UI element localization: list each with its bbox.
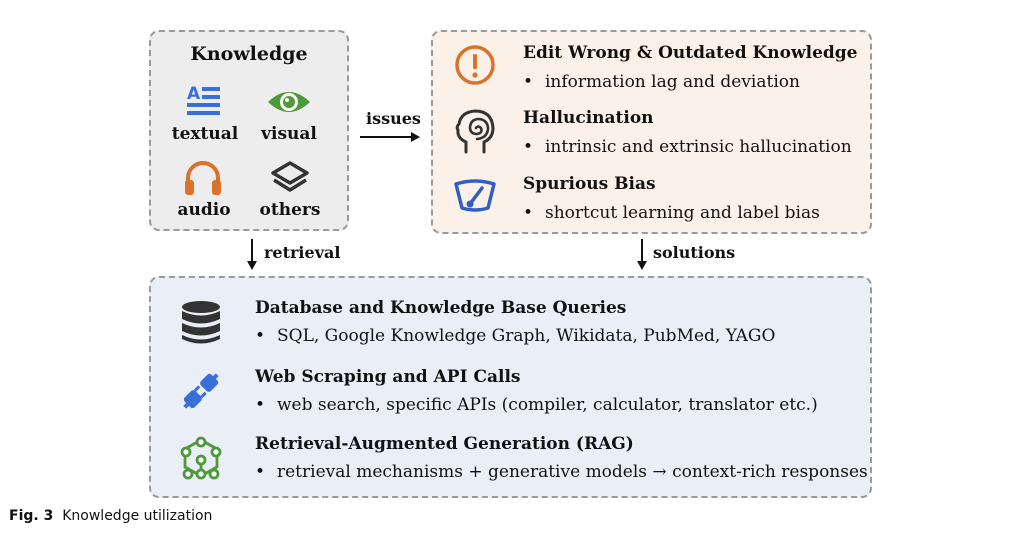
issue-title: Hallucination bbox=[523, 108, 654, 128]
gauge-icon bbox=[454, 179, 496, 212]
solutions-arrow-label: solutions bbox=[653, 243, 736, 262]
issue-bullet: •intrinsic and extrinsic hallucination bbox=[523, 137, 852, 157]
issues-arrow-label: issues bbox=[366, 109, 421, 128]
head-spiral-icon bbox=[455, 109, 495, 154]
knowledge-label-others: others bbox=[259, 200, 321, 220]
layers-icon bbox=[271, 161, 309, 192]
knowledge-label-textual: textual bbox=[171, 124, 239, 144]
knowledge-title: Knowledge bbox=[190, 43, 308, 65]
solution-title: Web Scraping and API Calls bbox=[255, 367, 521, 387]
issue-bullet: •shortcut learning and label bias bbox=[523, 203, 820, 223]
solution-bullet: •SQL, Google Knowledge Graph, Wikidata, … bbox=[255, 326, 776, 346]
plug-icon bbox=[183, 373, 219, 409]
solution-bullet: •retrieval mechanisms + generative model… bbox=[255, 462, 868, 482]
knowledge-label-visual: visual bbox=[261, 124, 317, 144]
solution-title: Database and Knowledge Base Queries bbox=[255, 298, 627, 318]
eye-icon bbox=[268, 92, 310, 112]
arrow-down-icon bbox=[247, 239, 257, 270]
database-icon bbox=[182, 301, 220, 344]
knowledge-label-audio: audio bbox=[177, 200, 231, 220]
issue-bullet: •information lag and deviation bbox=[523, 72, 800, 92]
solutions-box bbox=[149, 276, 872, 498]
issue-title: Spurious Bias bbox=[523, 174, 656, 194]
knowledge-box bbox=[149, 30, 349, 231]
figure-caption: Fig. 3 Knowledge utilization bbox=[9, 508, 213, 524]
arrow-right-icon bbox=[360, 132, 420, 142]
exclamation-icon bbox=[455, 45, 495, 85]
svg-text:A: A bbox=[187, 84, 201, 104]
network-icon bbox=[180, 436, 222, 480]
arrow-down-icon bbox=[637, 239, 647, 270]
headphones-icon bbox=[185, 161, 221, 195]
issue-title: Edit Wrong & Outdated Knowledge bbox=[523, 43, 858, 63]
solution-bullet: •web search, specific APIs (compiler, ca… bbox=[255, 395, 818, 415]
solution-title: Retrieval-Augmented Generation (RAG) bbox=[255, 434, 634, 454]
issues-box bbox=[431, 30, 872, 234]
text-icon: A bbox=[187, 84, 220, 115]
retrieval-arrow-label: retrieval bbox=[264, 243, 341, 262]
